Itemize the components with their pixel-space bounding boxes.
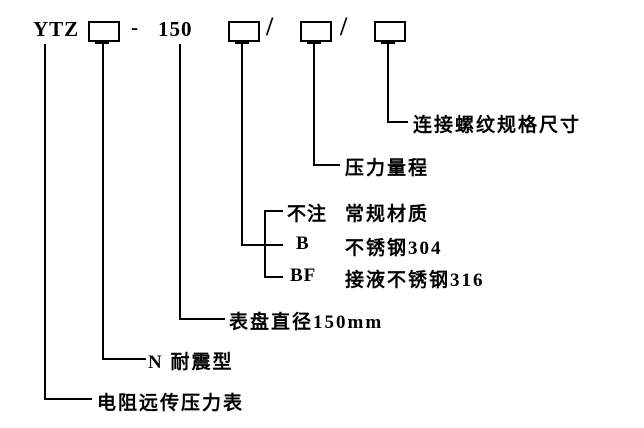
leader-line-material xyxy=(241,44,243,246)
material-bracket-line xyxy=(264,210,283,212)
material-option-code: 不注 xyxy=(287,204,328,225)
leader-line-shock xyxy=(102,358,146,360)
material-option-code: BF xyxy=(290,265,317,286)
leader-tick xyxy=(95,42,109,44)
leader-line-material xyxy=(241,244,283,246)
leader-line-range xyxy=(313,44,315,166)
thread-spec-label: 连接螺纹规格尺寸 xyxy=(413,115,582,136)
material-option-desc: 不锈钢304 xyxy=(345,238,443,259)
material-option-code: B xyxy=(296,233,310,254)
dial-size-code: 150 xyxy=(158,17,193,41)
material-bracket-line xyxy=(264,210,266,278)
dial-diameter-label: 表盘直径150mm xyxy=(229,312,384,333)
leader-line-thread xyxy=(387,44,389,123)
material-code-box xyxy=(228,21,260,42)
range-code-box xyxy=(300,21,332,42)
model-slash: / xyxy=(266,12,274,41)
model-dash: - xyxy=(131,15,139,39)
leader-line-shock xyxy=(102,44,104,360)
leader-line-base xyxy=(44,44,46,400)
model-prefix: YTZ xyxy=(33,17,80,41)
leader-line-dial xyxy=(179,318,225,320)
leader-tick xyxy=(381,42,395,44)
leader-line-dial xyxy=(179,44,181,320)
shock-type-label: N 耐震型 xyxy=(148,352,234,373)
leader-line-thread xyxy=(387,121,408,123)
material-bracket-line xyxy=(264,276,283,278)
leader-tick xyxy=(235,42,249,44)
model-slash: / xyxy=(340,12,348,41)
leader-line-base xyxy=(44,398,92,400)
material-option-desc: 常规材质 xyxy=(345,204,430,225)
leader-line-range xyxy=(313,164,340,166)
leader-tick xyxy=(307,42,321,44)
material-option-desc: 接液不锈钢316 xyxy=(345,270,485,291)
thread-code-box xyxy=(374,21,406,42)
pressure-range-label: 压力量程 xyxy=(345,158,430,179)
base-name-label: 电阻远传压力表 xyxy=(97,393,245,414)
shock-type-code-box xyxy=(88,21,120,42)
